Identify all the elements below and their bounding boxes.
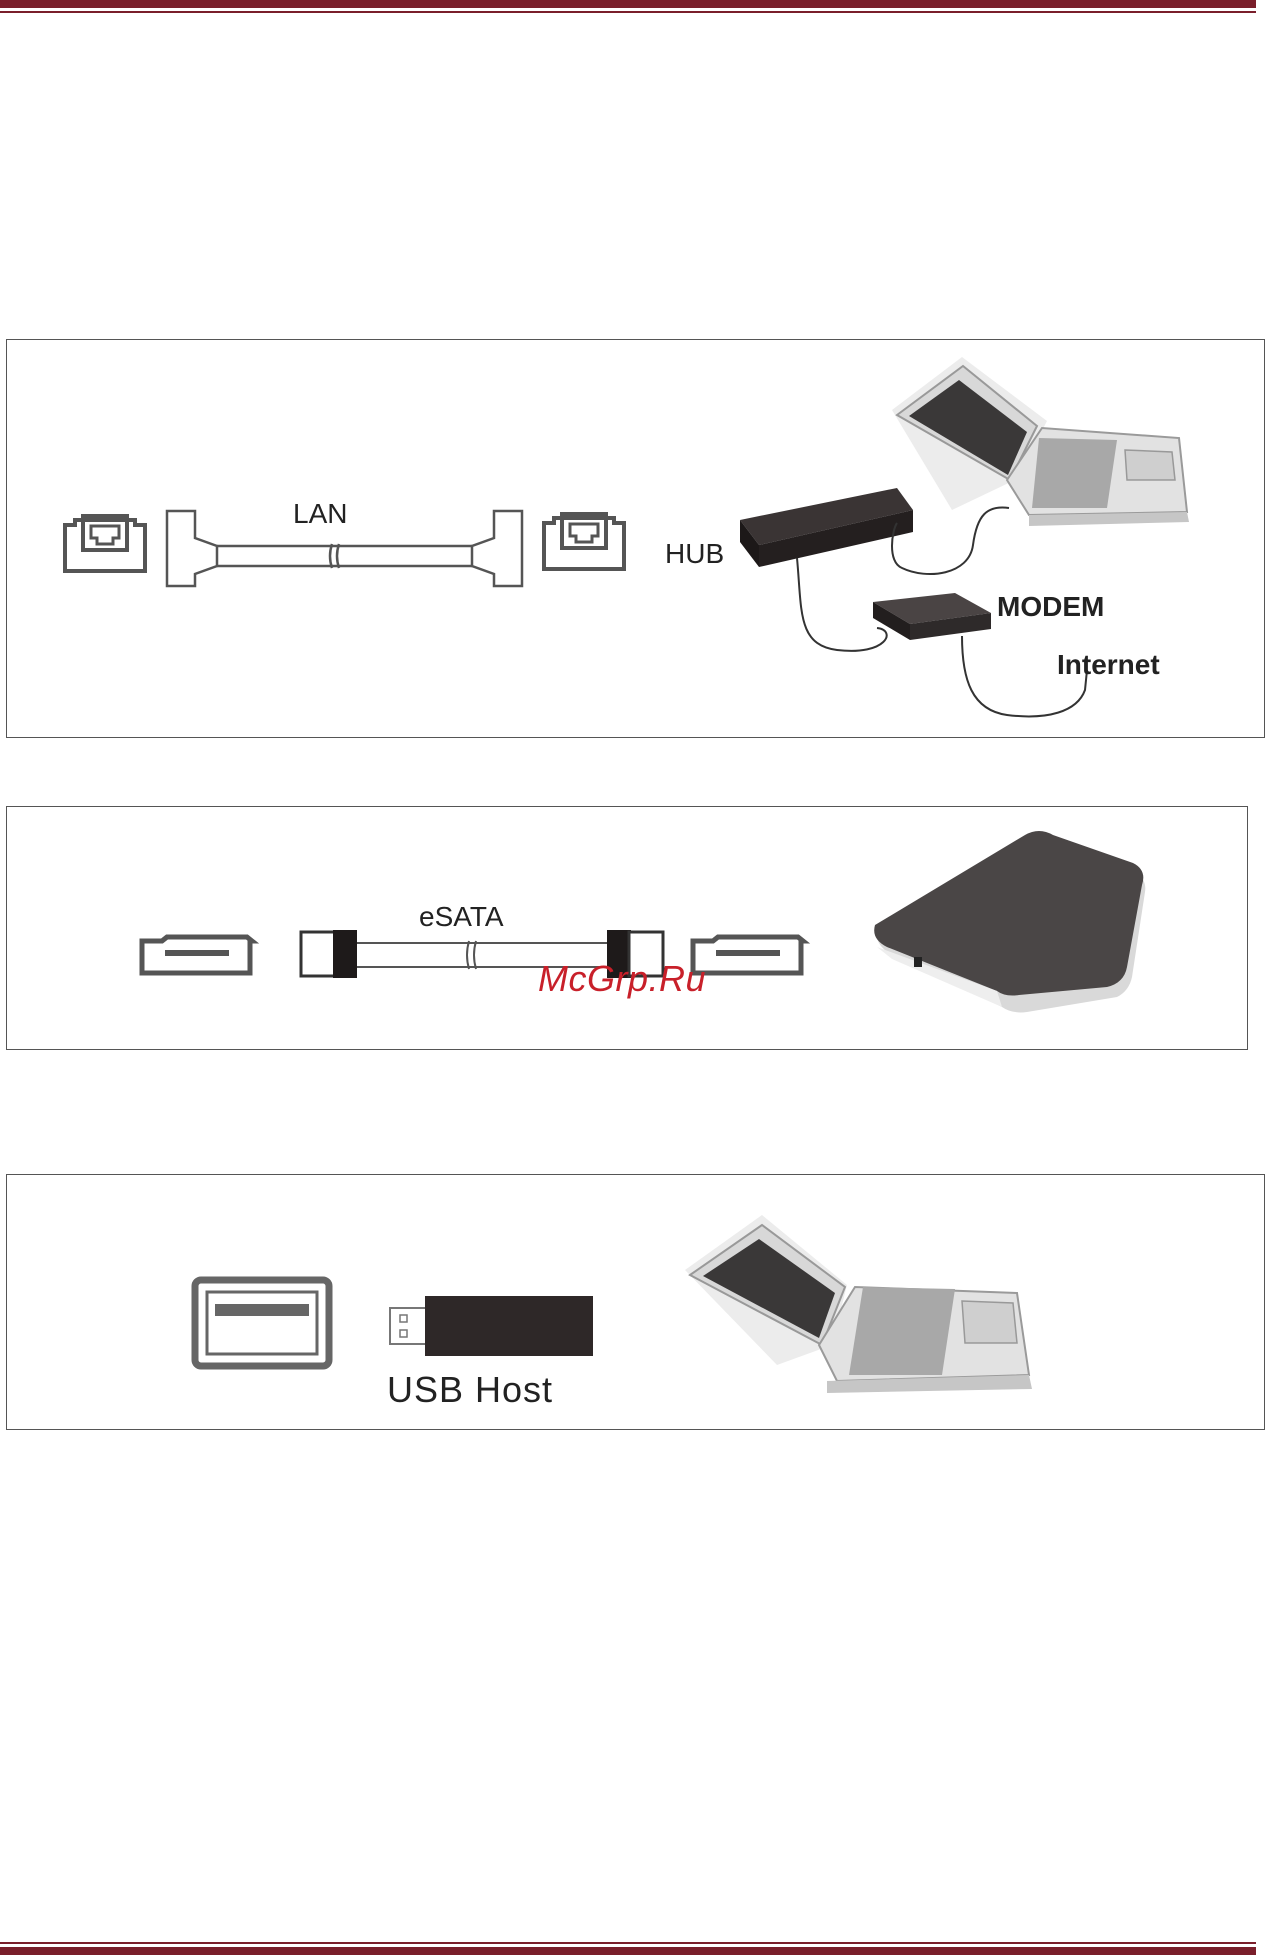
esata-diagram	[7, 807, 1249, 1051]
external-drive-icon	[874, 831, 1145, 1051]
footer-rule	[0, 1937, 1256, 1955]
usb-diagram	[7, 1175, 1266, 1431]
modem-device-icon	[873, 593, 991, 640]
usb-host-label: USB Host	[387, 1369, 553, 1411]
laptop-icon	[892, 357, 1189, 526]
hub-device-icon	[740, 488, 913, 567]
usb-host-figure: USB Host	[6, 1174, 1265, 1430]
internet-label: Internet	[1057, 649, 1160, 681]
rj45-port-icon-right	[544, 514, 624, 569]
lan-cable-label: LAN	[293, 498, 347, 530]
watermark: McGrp.Ru	[538, 958, 706, 1000]
esata-cable-label: eSATA	[419, 901, 504, 933]
esata-connection-figure: eSATA	[6, 806, 1248, 1050]
esata-port-icon-left	[142, 937, 252, 973]
usb-stick-icon	[390, 1296, 593, 1356]
lan-connection-figure: LAN HUB MODEM Internet	[6, 339, 1265, 738]
modem-label: MODEM	[997, 591, 1104, 623]
rj45-port-icon-left	[65, 516, 145, 571]
usb-port-icon	[195, 1280, 329, 1366]
header-rule	[0, 0, 1256, 18]
hub-label: HUB	[665, 538, 724, 570]
laptop-icon	[685, 1215, 1032, 1393]
esata-port-icon-right	[693, 937, 803, 973]
